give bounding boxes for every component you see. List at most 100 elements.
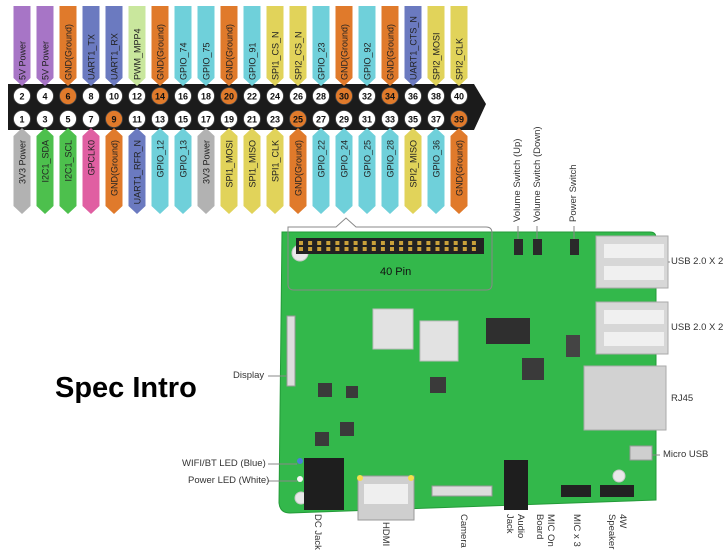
pin-number-10: 10 xyxy=(109,91,119,101)
pin-number-29: 29 xyxy=(339,114,349,124)
pin-tag-32 xyxy=(358,6,376,86)
pin-circle-11 xyxy=(128,110,146,128)
power-led xyxy=(297,476,303,482)
header-pin xyxy=(371,241,376,245)
header-pin xyxy=(308,241,313,245)
pin-tag-35 xyxy=(404,128,422,214)
mic-x3-label: MIC x 3 xyxy=(571,514,582,547)
header-pin xyxy=(335,241,340,245)
pin-label-32: GPIO_92 xyxy=(363,42,373,80)
pin-tag-24 xyxy=(266,6,284,86)
pin-tag-8 xyxy=(82,6,100,86)
pin-tag-31 xyxy=(358,128,376,214)
header-pin xyxy=(435,247,440,251)
pin-label-11: UART1_RFR_N xyxy=(133,140,143,204)
pin-circle-16 xyxy=(174,87,192,105)
header-pin xyxy=(299,247,303,251)
power-switch xyxy=(570,239,579,255)
pin-number-38: 38 xyxy=(431,91,441,101)
pin-circle-3 xyxy=(36,110,54,128)
pin-number-40: 40 xyxy=(454,91,464,101)
header-pin xyxy=(353,247,358,251)
pin-circle-35 xyxy=(404,110,422,128)
header-pin xyxy=(353,241,358,245)
audio-jack xyxy=(504,460,528,510)
pin-tag-13 xyxy=(151,128,169,214)
audio-jack-label: Audio Jack xyxy=(504,514,526,539)
pin-tag-25 xyxy=(289,128,307,214)
pin-circle-37 xyxy=(427,110,445,128)
pin-circle-24 xyxy=(266,87,284,105)
pin-circle-12 xyxy=(128,87,146,105)
pin-number-32: 32 xyxy=(362,91,372,101)
pin-circle-2 xyxy=(13,87,31,105)
pin-label-29: GPIO_24 xyxy=(340,140,350,178)
header-pin xyxy=(408,241,413,245)
pin-tag-30 xyxy=(335,6,353,86)
pin-label-25: GND(Ground) xyxy=(294,140,304,196)
pin-number-31: 31 xyxy=(362,114,372,124)
power-switch-label: Power Switch xyxy=(568,164,579,222)
pin-label-40: SPI2_CLK xyxy=(455,38,465,80)
pin-number-1: 1 xyxy=(19,114,24,124)
micro-usb-port xyxy=(629,445,653,461)
pin-circle-18 xyxy=(197,87,215,105)
pin-label-18: GPIO_75 xyxy=(202,42,212,80)
pin-tag-23 xyxy=(266,128,284,214)
pin-circle-38 xyxy=(427,87,445,105)
ic-chip xyxy=(486,318,530,344)
pin-circle-8 xyxy=(82,87,100,105)
header-pin xyxy=(453,241,458,245)
pin-label-38: SPI2_MOSI xyxy=(432,32,442,80)
header-pin xyxy=(380,247,385,251)
header-pin xyxy=(462,247,467,251)
camera-connector xyxy=(431,485,493,497)
header-pin xyxy=(399,247,404,251)
page-title: Spec Intro xyxy=(55,372,197,404)
pin-circle-1 xyxy=(13,110,31,128)
pin-circle-14 xyxy=(151,87,169,105)
pin-label-7: GPCLK0 xyxy=(87,140,97,176)
header-pin xyxy=(362,247,367,251)
pin-circle-40 xyxy=(450,87,468,105)
pin-label-3: I2C1_SDA xyxy=(41,140,51,183)
pin-number-39: 39 xyxy=(454,114,464,124)
wifi-led-label: WIFI/BT LED (Blue) xyxy=(182,458,266,469)
dip-switch xyxy=(566,335,580,357)
pin-circle-7 xyxy=(82,110,100,128)
mic-connector xyxy=(561,485,591,497)
ic-chip xyxy=(315,432,329,446)
pin-label-20: GND(Ground) xyxy=(225,24,235,80)
header-pin xyxy=(299,241,303,245)
pin-number-16: 16 xyxy=(178,91,188,101)
display-label: Display xyxy=(233,370,265,381)
pin-number-8: 8 xyxy=(88,91,93,101)
header-pin xyxy=(471,241,476,245)
header-pin xyxy=(344,247,349,251)
header-pin xyxy=(390,241,394,245)
header-pin xyxy=(408,247,413,251)
header-pin xyxy=(308,247,313,251)
pin-number-6: 6 xyxy=(65,91,70,101)
pin-header xyxy=(296,238,484,254)
pin-number-27: 27 xyxy=(316,114,326,124)
pin-label-24: SPI1_CS_N xyxy=(271,31,281,80)
header-pin xyxy=(426,247,431,251)
pin-label-6: GND(Ground) xyxy=(64,24,74,80)
camera-label: Camera xyxy=(458,514,469,548)
pin-number-37: 37 xyxy=(431,114,441,124)
pin-tag-1 xyxy=(13,128,31,214)
pin-number-19: 19 xyxy=(224,114,234,124)
pin-label-2: 5V Power xyxy=(18,41,28,80)
pin-circle-22 xyxy=(243,87,261,105)
wifi-bt-led xyxy=(297,458,303,464)
pin-label-30: GND(Ground) xyxy=(340,24,350,80)
pin-number-35: 35 xyxy=(408,114,418,124)
pin-label-14: GND(Ground) xyxy=(156,24,166,80)
pin-tag-18 xyxy=(197,6,215,86)
pin-number-23: 23 xyxy=(270,114,280,124)
pin-tag-14 xyxy=(151,6,169,86)
pin-label-36: UART1_CTS_N xyxy=(409,16,419,80)
